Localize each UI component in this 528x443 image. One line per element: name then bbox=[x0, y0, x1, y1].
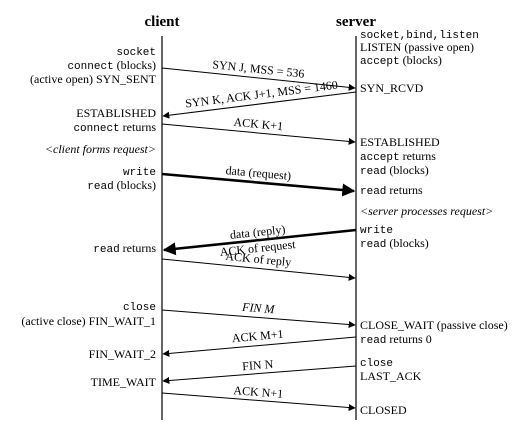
ack-k-arrow bbox=[161, 123, 356, 145]
fin-m-label: FIN M bbox=[241, 300, 276, 317]
server-processes-request-note: <server processes request> bbox=[360, 204, 493, 218]
server-last-ack-state: LAST_ACK bbox=[360, 369, 422, 383]
ack-of-reply-arrow bbox=[161, 258, 356, 281]
ack-m-arrow bbox=[162, 336, 357, 357]
server-read-returns-label: read returns bbox=[360, 183, 423, 198]
ack-of-reply-label: ACK of reply bbox=[225, 249, 292, 269]
server-syn-rcvd-state: SYN_RCVD bbox=[360, 81, 424, 95]
server-close-label: close bbox=[360, 358, 393, 370]
syn-ack-arrow bbox=[162, 91, 357, 119]
syn-ack-message-label: SYN K, ACK J+1, MSS = 1460 bbox=[184, 78, 338, 111]
client-read-returns-label: read returns bbox=[93, 241, 156, 256]
server-read-blocks-label: read (blocks) bbox=[360, 163, 429, 178]
client-close-label: close bbox=[123, 302, 156, 314]
client-socket-label: socket bbox=[116, 47, 156, 59]
fin-n-label: FIN N bbox=[242, 357, 274, 373]
data-reply-label: data (reply) bbox=[229, 222, 286, 242]
client-established-state: ESTABLISHED bbox=[76, 106, 156, 120]
ack-n-label: ACK N+1 bbox=[233, 383, 284, 401]
data-request-arrow bbox=[161, 172, 356, 197]
data-request-label: data (request) bbox=[225, 163, 292, 183]
server-accept-returns-label: accept returns bbox=[360, 149, 436, 164]
server-read-returns-0-label: read returns 0 bbox=[360, 332, 432, 347]
client-connect-blocks-label: connect (blocks) bbox=[67, 58, 156, 73]
client-time-wait-state: TIME_WAIT bbox=[91, 375, 157, 389]
fin-n-arrow bbox=[162, 365, 357, 385]
client-fin-wait-2-state: FIN_WAIT_2 bbox=[89, 347, 156, 361]
syn-message-label: SYN J, MSS = 536 bbox=[212, 57, 305, 80]
server-accept-blocks-label: accept (blocks) bbox=[360, 53, 442, 68]
client-read-blocks-label: read (blocks) bbox=[87, 178, 156, 193]
client-syn-sent-state: (active open) SYN_SENT bbox=[30, 72, 157, 86]
client-header: client bbox=[145, 14, 180, 30]
server-closed-state: CLOSED bbox=[360, 403, 407, 417]
ack-m-label: ACK M+1 bbox=[231, 327, 284, 345]
client-connect-returns-label: connect returns bbox=[73, 120, 156, 135]
server-header: server bbox=[336, 14, 376, 30]
server-read-blocks-2-label: read (blocks) bbox=[360, 236, 429, 251]
server-established-state: ESTABLISHED bbox=[360, 135, 440, 149]
client-forms-request-note: <client forms request> bbox=[45, 142, 156, 156]
ack-n-arrow bbox=[161, 392, 356, 412]
client-write-label: write bbox=[123, 167, 156, 179]
server-socket-bind-listen-label: socket,bind,listen bbox=[360, 30, 479, 42]
client-fin-wait-1-state: (active close) FIN_WAIT_1 bbox=[21, 314, 156, 328]
data-reply-arrow bbox=[162, 228, 357, 256]
fin-m-arrow bbox=[161, 309, 356, 329]
syn-arrow bbox=[161, 67, 356, 91]
server-write-label: write bbox=[360, 225, 393, 237]
server-close-wait-state: CLOSE_WAIT (passive close) bbox=[360, 318, 508, 332]
ack-k-message-label: ACK K+1 bbox=[233, 115, 284, 134]
server-listen-state: LISTEN (passive open) bbox=[360, 40, 474, 54]
